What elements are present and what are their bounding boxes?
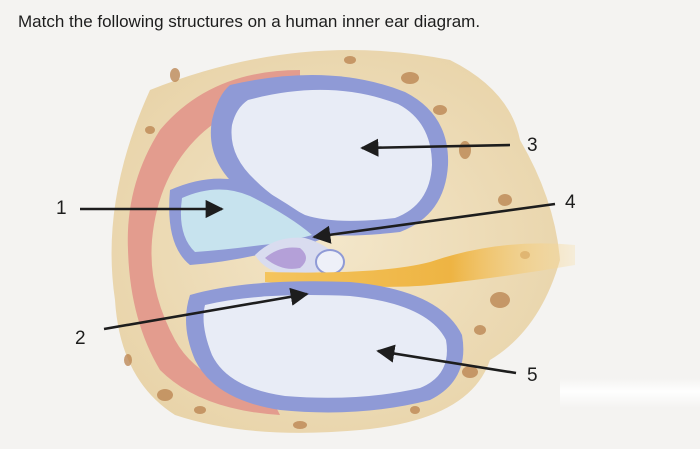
label-3: 3 [527,135,538,157]
label-1: 1 [56,198,67,220]
label-2: 2 [75,328,86,350]
screen-glare [560,378,700,408]
scala-tympani-lumen [204,295,447,398]
label-4: 4 [565,192,576,214]
label-5: 5 [527,365,538,387]
